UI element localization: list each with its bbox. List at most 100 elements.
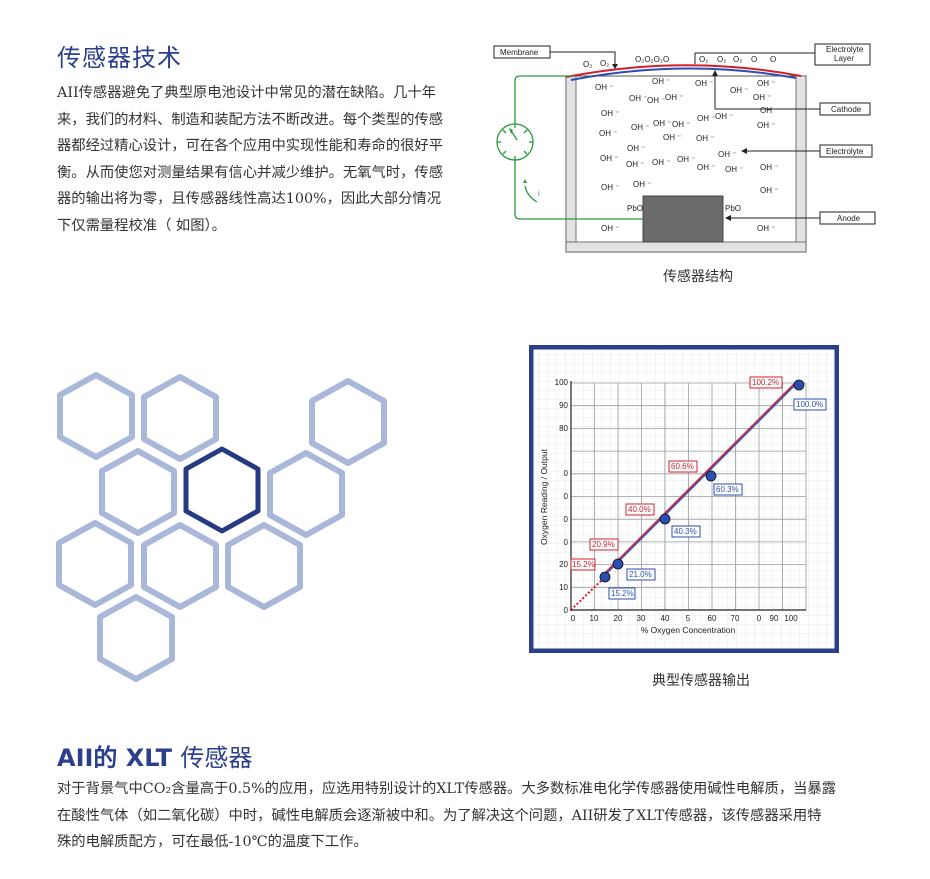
svg-text:15.2%: 15.2%	[611, 589, 634, 598]
svg-text:40: 40	[661, 614, 670, 623]
svg-text:i: i	[538, 189, 540, 198]
svg-text:O₂: O₂	[717, 55, 726, 64]
svg-text:OH ⁻: OH ⁻	[663, 133, 681, 142]
svg-text:OH ⁻: OH ⁻	[695, 79, 713, 88]
svg-text:30: 30	[637, 614, 646, 623]
svg-text:0: 0	[564, 606, 569, 615]
sensor-structure-diagram: PbO PbO OH ⁻OH ⁻OH ⁻ OH ⁻OH ⁻OH ⁻ OH ⁻OH…	[485, 36, 890, 266]
svg-text:OH ⁻: OH ⁻	[626, 160, 644, 169]
svg-text:OH ⁻: OH ⁻	[697, 163, 715, 172]
svg-text:10: 10	[590, 614, 599, 623]
svg-text:O: O	[770, 55, 776, 64]
svg-text:OH ⁻: OH ⁻	[760, 106, 778, 115]
svg-text:OH ⁻: OH ⁻	[672, 120, 690, 129]
intro-paragraph: AII传感器避免了典型原电池设计中常见的潜在缺陷。几十年来，我们的材料、制造和装…	[57, 85, 444, 234]
svg-text:OH ⁻: OH ⁻	[725, 165, 743, 174]
svg-text:OH ⁻: OH ⁻	[677, 155, 695, 164]
svg-text:OH ⁻: OH ⁻	[627, 144, 645, 153]
svg-text:0: 0	[571, 614, 576, 623]
svg-text:OH ⁻: OH ⁻	[757, 224, 775, 233]
svg-text:100: 100	[555, 378, 569, 387]
svg-text:OH ⁻: OH ⁻	[599, 129, 617, 138]
chart-caption: 典型传感器输出	[652, 673, 750, 689]
xlt-line-2: 在酸性气体（如二氧化碳）中时，碱性电解质会逐渐被中和。为了解决这个问题，AII研…	[57, 807, 822, 824]
svg-text:10: 10	[559, 583, 568, 592]
svg-text:OH ⁻: OH ⁻	[665, 93, 683, 102]
svg-text:OH ⁻: OH ⁻	[715, 112, 733, 121]
svg-text:20: 20	[559, 560, 568, 569]
svg-text:OH ⁻: OH ⁻	[753, 93, 771, 102]
circuit	[496, 75, 643, 220]
sensor-diagram-svg: PbO PbO OH ⁻OH ⁻OH ⁻ OH ⁻OH ⁻OH ⁻ OH ⁻OH…	[493, 43, 876, 253]
svg-text:0: 0	[757, 614, 762, 623]
svg-text:70: 70	[731, 614, 740, 623]
svg-text:OH ⁻: OH ⁻	[629, 94, 647, 103]
anode-block	[642, 195, 724, 243]
svg-text:O: O	[751, 55, 757, 64]
svg-text:OH ⁻: OH ⁻	[652, 158, 670, 167]
svg-text:100.0%: 100.0%	[796, 400, 823, 409]
svg-text:80: 80	[559, 424, 568, 433]
cathode-label: Cathode	[831, 105, 862, 114]
y-axis-label: Oxygen Reading / Output	[539, 448, 549, 545]
svg-text:Layer: Layer	[834, 54, 854, 63]
svg-text:0: 0	[564, 492, 569, 501]
svg-text:40.0%: 40.0%	[628, 505, 651, 514]
svg-text:21.0%: 21.0%	[629, 570, 652, 579]
svg-text:OH ⁻: OH ⁻	[647, 96, 665, 105]
svg-text:OH ⁻: OH ⁻	[757, 121, 775, 130]
svg-text:60: 60	[708, 614, 717, 623]
svg-text:PbO: PbO	[725, 204, 741, 213]
electrolyte-layer-label: Electrolyte	[826, 45, 864, 54]
svg-text:90: 90	[559, 401, 568, 410]
svg-text:60.3%: 60.3%	[716, 485, 739, 494]
section-title-sensor-tech: 传感器技术	[57, 44, 182, 72]
hexagon-svg	[56, 372, 387, 682]
title-cn: 传感器	[180, 744, 253, 772]
svg-text:O₂: O₂	[699, 55, 708, 64]
svg-text:100: 100	[784, 614, 798, 623]
svg-text:OH ⁻: OH ⁻	[601, 183, 619, 192]
svg-text:OH ⁻: OH ⁻	[595, 83, 613, 92]
xlt-paragraph: 对于背景气中CO₂含量高于0.5%的应用，应选用特别设计的XLT传感器。大多数标…	[57, 776, 897, 856]
svg-text:OH ⁻: OH ⁻	[601, 109, 619, 118]
svg-text:20: 20	[614, 614, 623, 623]
svg-text:OH ⁻: OH ⁻	[718, 150, 736, 159]
svg-text:60.6%: 60.6%	[671, 462, 694, 471]
svg-text:O₂: O₂	[583, 60, 592, 69]
electrolyte-label: Electrolyte	[826, 147, 864, 156]
svg-text:0: 0	[564, 538, 569, 547]
svg-text:15.2%: 15.2%	[572, 560, 595, 569]
svg-text:OH ⁻: OH ⁻	[652, 77, 670, 86]
highlighted-hexagon	[183, 446, 261, 534]
svg-text:PbO: PbO	[627, 204, 643, 213]
svg-text:90: 90	[770, 614, 779, 623]
svg-text:0: 0	[564, 515, 569, 524]
svg-text:O₂: O₂	[733, 55, 742, 64]
membrane-label: Membrane	[500, 48, 539, 57]
hexagon-graphic	[50, 365, 400, 685]
svg-text:OH ⁻: OH ⁻	[730, 86, 748, 95]
svg-text:40.3%: 40.3%	[674, 527, 697, 536]
svg-text:O₂O₂O₂O: O₂O₂O₂O	[635, 55, 669, 64]
svg-text:OH ⁻: OH ⁻	[696, 134, 714, 143]
anode-label: Anode	[837, 214, 861, 223]
xlt-line-3: 殊的电解质配方，可在最低-10℃的温度下工作。	[57, 834, 368, 850]
svg-text:5: 5	[686, 614, 691, 623]
svg-text:100.2%: 100.2%	[752, 378, 779, 387]
xlt-line-1: 对于背景气中CO₂含量高于0.5%的应用，应选用特别设计的XLT传感器。大多数标…	[57, 781, 836, 797]
svg-text:OH ⁻: OH ⁻	[600, 154, 618, 163]
svg-text:OH ⁻: OH ⁻	[633, 180, 651, 189]
svg-text:OH ⁻: OH ⁻	[601, 224, 619, 233]
svg-text:OH ⁻: OH ⁻	[757, 79, 775, 88]
svg-text:OH ⁻: OH ⁻	[760, 186, 778, 195]
svg-text:OH ⁻: OH ⁻	[653, 119, 671, 128]
x-axis-label: % Oxygen Concentration	[641, 625, 736, 635]
svg-text:20.9%: 20.9%	[592, 540, 615, 549]
svg-text:O₂: O₂	[600, 59, 609, 68]
title-latin: AII的 XLT	[57, 744, 181, 772]
diagram-caption: 传感器结构	[663, 269, 733, 285]
svg-text:OH ⁻: OH ⁻	[631, 123, 649, 132]
